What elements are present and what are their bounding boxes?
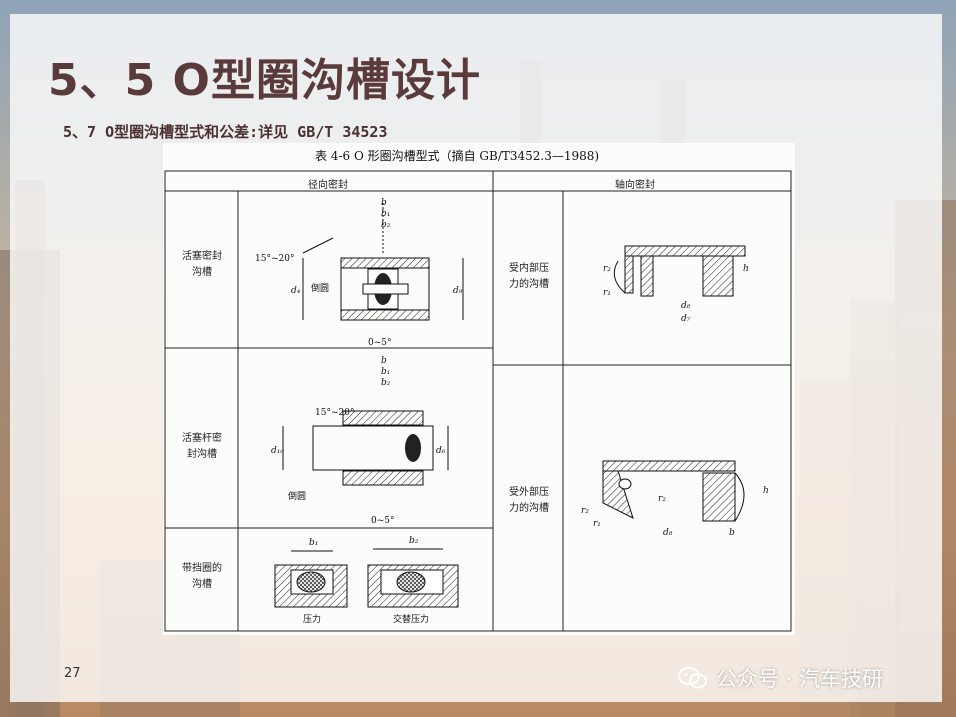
svg-text:r₂: r₂ bbox=[658, 494, 666, 504]
inner-pressure-groove-drawing: r₂ r₁ d₈ d₇ h bbox=[603, 245, 749, 324]
header-radial: 径向密封 bbox=[308, 180, 348, 191]
angle-label-4: 0~5° bbox=[371, 516, 395, 526]
svg-text:h: h bbox=[763, 486, 769, 496]
svg-text:d₈: d₈ bbox=[663, 528, 673, 538]
outer-pressure-groove-drawing: r₂ r₂ r₁ d₈ b h bbox=[581, 460, 769, 538]
svg-text:d₁₀: d₁₀ bbox=[271, 446, 284, 456]
angle-label-3: 15°~20° bbox=[315, 408, 354, 418]
chamfer-label-1: 倒圆 bbox=[311, 282, 329, 294]
svg-text:b₁: b₁ bbox=[381, 367, 390, 377]
o-ring-groove-table-figure: b b₁ b₂ d₄ d₉ 15°~20° 倒圆 0~5° b b₁ b₂ d₁… bbox=[163, 143, 795, 635]
svg-text:d₉: d₉ bbox=[453, 286, 463, 296]
svg-text:b: b bbox=[381, 356, 387, 366]
svg-text:b₂: b₂ bbox=[381, 220, 391, 230]
svg-text:d₇: d₇ bbox=[681, 314, 691, 324]
svg-text:b₂: b₂ bbox=[381, 378, 391, 388]
svg-text:b₂: b₂ bbox=[409, 536, 419, 546]
groove-drawing-svg: b b₁ b₂ d₄ d₉ 15°~20° 倒圆 0~5° b b₁ b₂ d₁… bbox=[164, 170, 792, 632]
alt-pressure-label: 交替压力 bbox=[393, 613, 429, 625]
svg-text:r₂: r₂ bbox=[581, 506, 589, 516]
table-caption: 表 4-6 O 形圈沟槽型式（摘自 GB/T3452.3—1988) bbox=[315, 149, 600, 163]
svg-text:b₁: b₁ bbox=[309, 538, 318, 548]
svg-text:r₁: r₁ bbox=[593, 519, 601, 529]
svg-text:d₆: d₆ bbox=[436, 446, 446, 456]
piston-groove-drawing: b b₁ b₂ d₄ d₉ 15°~20° 倒圆 0~5° bbox=[255, 198, 464, 348]
chamfer-label-2: 倒圆 bbox=[288, 490, 306, 502]
page-number: 27 bbox=[64, 666, 81, 681]
svg-text:r₁: r₁ bbox=[603, 288, 611, 298]
svg-text:h: h bbox=[743, 264, 749, 274]
row-label-backup: 带挡圈的 沟槽 bbox=[182, 563, 222, 590]
row-label-outer-pressure: 受外部压 力的沟槽 bbox=[509, 487, 549, 514]
row-label-piston: 活塞密封 沟槽 bbox=[182, 251, 222, 278]
wechat-icon bbox=[678, 667, 707, 689]
svg-text:d₈: d₈ bbox=[681, 301, 691, 311]
svg-text:b: b bbox=[381, 198, 387, 208]
header-axial: 轴向密封 bbox=[615, 180, 655, 191]
slide-title: 5、5 O型圈沟槽设计 bbox=[48, 55, 481, 106]
row-label-rod: 活塞杆密 封沟槽 bbox=[182, 433, 222, 460]
row-label-inner-pressure: 受内部压 力的沟槽 bbox=[509, 263, 549, 290]
svg-text:b: b bbox=[729, 528, 735, 538]
pressure-label: 压力 bbox=[303, 613, 321, 625]
backup-ring-groove-drawing: b₁ b₂ 压力 交替压力 bbox=[274, 536, 459, 625]
rod-groove-drawing: b b₁ b₂ d₁₀ d₆ 15°~20° 倒圆 0~5° bbox=[271, 356, 449, 526]
angle-label-2: 0~5° bbox=[368, 338, 392, 348]
watermark-text: 公众号 · 汽车技研 bbox=[716, 667, 884, 691]
svg-text:d₄: d₄ bbox=[291, 286, 301, 296]
watermark: 公众号 · 汽车技研 bbox=[678, 662, 883, 694]
slide-subtitle: 5、7 O型圈沟槽型式和公差:详见 GB/T 34523 bbox=[63, 123, 388, 141]
angle-label-1: 15°~20° bbox=[255, 254, 294, 264]
svg-text:b₁: b₁ bbox=[381, 209, 390, 219]
svg-text:r₂: r₂ bbox=[603, 264, 611, 274]
